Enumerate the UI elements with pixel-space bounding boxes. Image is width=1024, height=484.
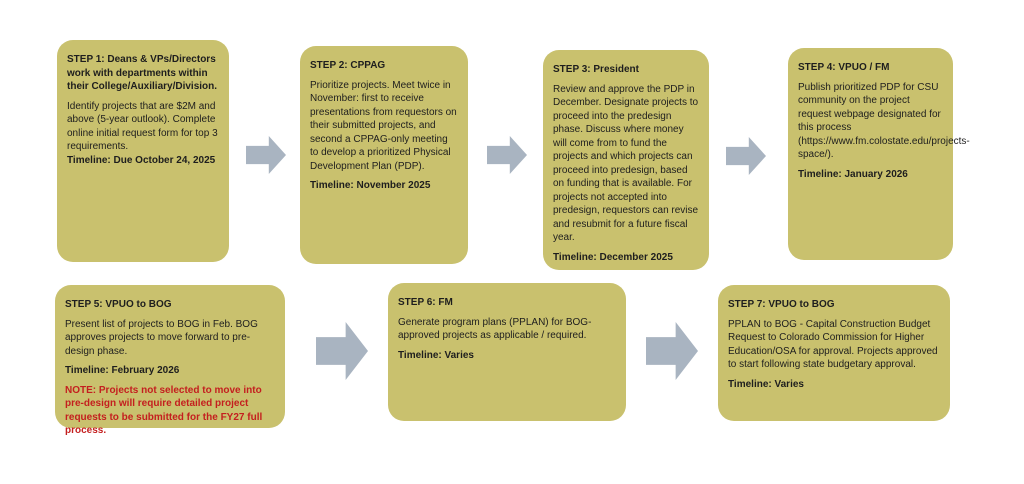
step-5-body: Present list of projects to BOG in Feb. … (65, 318, 258, 357)
step-5-note: NOTE: Projects not selected to move into… (65, 384, 263, 437)
step-2-box: STEP 2: CPPAG Prioritize projects. Meet … (300, 46, 468, 264)
flow-arrow-icon (646, 322, 698, 380)
step-7-title: STEP 7: VPUO to BOG (728, 299, 835, 310)
flow-arrow-icon (316, 322, 368, 380)
step-2-body: Prioritize projects. Meet twice in Novem… (310, 79, 457, 172)
step-5-timeline: Timeline: February 2026 (65, 365, 180, 376)
step-4-timeline: Timeline: January 2026 (798, 168, 908, 180)
step-6-title: STEP 6: FM (398, 297, 453, 308)
flow-arrow-icon (726, 137, 766, 175)
step-7-box: STEP 7: VPUO to BOG PPLAN to BOG - Capit… (718, 285, 950, 421)
step-4-title: STEP 4: VPUO / FM (798, 62, 890, 73)
step-6-box: STEP 6: FM Generate program plans (PPLAN… (388, 283, 626, 421)
step-7-body: PPLAN to BOG - Capital Construction Budg… (728, 318, 938, 371)
step-5-box: STEP 5: VPUO to BOG Present list of proj… (55, 285, 285, 436)
step-5-title: STEP 5: VPUO to BOG (65, 299, 172, 310)
step-7-timeline: Timeline: Varies (728, 378, 804, 390)
step-1-body: Identify projects that are $2M and above… (67, 100, 218, 153)
step-6-body: Generate program plans (PPLAN) for BOG-a… (398, 316, 592, 342)
step-3-title: STEP 3: President (553, 64, 639, 75)
flow-arrow-icon (246, 136, 286, 174)
step-4-body: Publish prioritized PDP for CSU communit… (798, 81, 970, 161)
step-3-box: STEP 3: President Review and approve the… (543, 50, 709, 270)
step-1-box: STEP 1: Deans & VPs/Directors work with … (57, 40, 229, 262)
step-4-box: STEP 4: VPUO / FM Publish prioritized PD… (788, 48, 970, 260)
step-3-timeline: Timeline: December 2025 (553, 251, 673, 263)
flow-arrow-icon (487, 136, 527, 174)
step-2-timeline: Timeline: November 2025 (310, 180, 431, 191)
step-3-body: Review and approve the PDP in December. … (553, 83, 699, 244)
step-2-title: STEP 2: CPPAG (310, 60, 386, 71)
step-1-timeline: Timeline: Due October 24, 2025 (67, 154, 216, 166)
step-1-title: STEP 1: Deans & VPs/Directors work with … (67, 54, 218, 92)
step-6-timeline: Timeline: Varies (398, 349, 474, 361)
